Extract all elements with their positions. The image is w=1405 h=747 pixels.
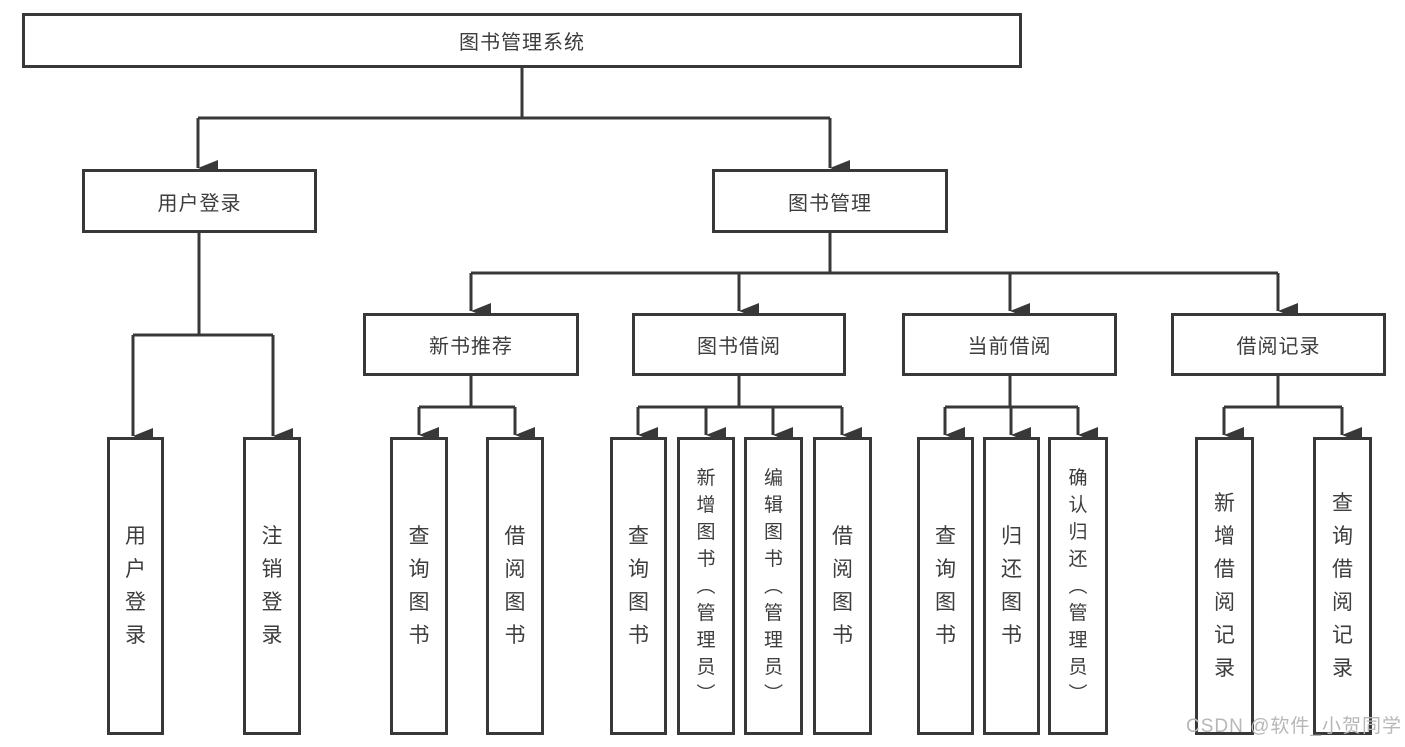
node-label: 新 增 借 阅 记 录 xyxy=(1214,492,1235,680)
node-label: 确 认 归 还 ︵ 管 理 员 ︶ xyxy=(1068,467,1088,705)
leaf-query-borrow-record: 查 询 借 阅 记 录 xyxy=(1313,437,1372,735)
node-label: 编 辑 图 书 ︵ 管 理 员 ︶ xyxy=(763,467,783,705)
node-label: 查 询 图 书 xyxy=(628,525,649,647)
leaf-query-books: 查 询 图 书 xyxy=(917,437,974,735)
leaf-logout: 注 销 登 录 xyxy=(243,437,301,735)
node-label: 当前借阅 xyxy=(967,336,1052,358)
node-label: 借 阅 图 书 xyxy=(504,525,526,647)
node-label: 查 询 图 书 xyxy=(408,525,430,647)
node-label: 查 询 借 阅 记 录 xyxy=(1332,492,1353,680)
leaf-borrow-books: 借 阅 图 书 xyxy=(486,437,544,735)
node-book-borrowing: 图书借阅 xyxy=(632,313,846,376)
node-label: 新书推荐 xyxy=(429,336,513,358)
leaf-borrow-books: 借 阅 图 书 xyxy=(813,437,872,735)
node-library-management-system: 图书管理系统 xyxy=(22,13,1022,68)
node-label: 用户登录 xyxy=(157,192,242,215)
node-label: 新 增 图 书 ︵ 管 理 员 ︶ xyxy=(696,467,716,705)
node-label: 查 询 图 书 xyxy=(935,525,956,647)
leaf-return-book: 归 还 图 书 xyxy=(983,437,1040,735)
node-label: 归 还 图 书 xyxy=(1001,525,1022,647)
node-label: 用 户 登 录 xyxy=(125,525,146,647)
node-current-borrowing: 当前借阅 xyxy=(902,313,1117,376)
node-label: 注 销 登 录 xyxy=(261,525,283,647)
watermark: CSDN @软件_小贺同学 xyxy=(1186,716,1402,737)
node-label: 借 阅 图 书 xyxy=(832,525,853,647)
node-label: 借阅记录 xyxy=(1236,336,1321,358)
node-new-book-recommend: 新书推荐 xyxy=(363,313,579,376)
leaf-query-books: 查 询 图 书 xyxy=(610,437,667,735)
node-label: 图书管理 xyxy=(788,192,872,215)
leaf-user-login: 用 户 登 录 xyxy=(107,437,164,735)
node-book-management: 图书管理 xyxy=(712,169,948,233)
leaf-confirm-return-admin: 确 认 归 还 ︵ 管 理 员 ︶ xyxy=(1048,437,1108,735)
leaf-query-books: 查 询 图 书 xyxy=(390,437,448,735)
node-user-login: 用户登录 xyxy=(82,169,317,233)
leaf-add-borrow-record: 新 增 借 阅 记 录 xyxy=(1195,437,1254,735)
node-label: 图书借阅 xyxy=(697,336,781,358)
node-label: 图书管理系统 xyxy=(459,32,585,54)
leaf-add-book-admin: 新 增 图 书 ︵ 管 理 员 ︶ xyxy=(677,437,735,735)
node-borrow-records: 借阅记录 xyxy=(1171,313,1386,376)
leaf-edit-book-admin: 编 辑 图 书 ︵ 管 理 员 ︶ xyxy=(744,437,803,735)
